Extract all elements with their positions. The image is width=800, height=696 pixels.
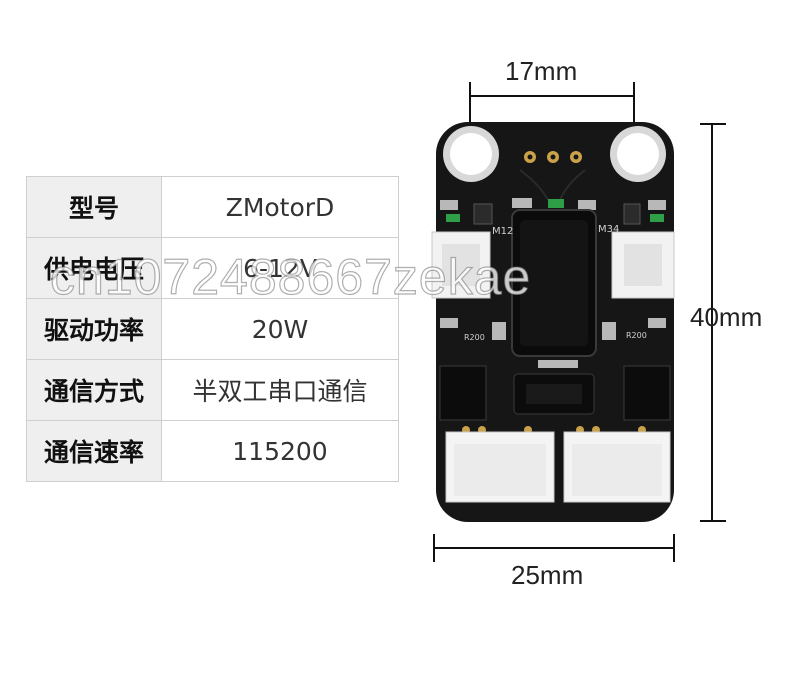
dimension-height: 40mm	[690, 302, 763, 332]
spec-row-model: 型号 ZMotorD	[26, 176, 399, 238]
spec-label: 驱动功率	[26, 298, 162, 360]
spec-row-power: 驱动功率 20W	[26, 298, 399, 360]
spec-table: 型号 ZMotorD 供电电压 6-12V 驱动功率 20W 通信方式 半双工串…	[26, 176, 399, 482]
spec-row-voltage: 供电电压 6-12V	[26, 237, 399, 299]
dimension-hole-spacing: 17mm	[505, 56, 578, 86]
spec-label: 通信方式	[26, 359, 162, 421]
silk-r200-left: R200	[464, 333, 485, 342]
side-connectors	[431, 231, 675, 299]
spec-value: 20W	[161, 298, 399, 360]
spec-value: ZMotorD	[161, 176, 399, 238]
spec-value: 115200	[161, 420, 399, 482]
spec-label: 通信速率	[26, 420, 162, 482]
spec-value: 6-12V	[161, 237, 399, 299]
spec-row-baud-rate: 通信速率 115200	[26, 420, 399, 482]
spec-label: 型号	[26, 176, 162, 238]
mounting-holes	[443, 126, 666, 182]
silk-m34: M34	[598, 224, 619, 235]
silk-r200-right: R200	[626, 331, 647, 340]
smd-components-top	[440, 198, 666, 225]
pcb-traces	[519, 169, 586, 201]
spec-value: 半双工串口通信	[161, 359, 399, 421]
dimension-width: 25mm	[511, 560, 584, 590]
smd-components-mid	[440, 318, 666, 368]
silk-m12: M12	[492, 226, 513, 237]
spec-row-comm-mode: 通信方式 半双工串口通信	[26, 359, 399, 421]
bottom-connectors	[445, 431, 671, 503]
dimension-lines	[433, 82, 726, 562]
pin-pads	[524, 151, 582, 163]
driver-ics	[439, 365, 671, 421]
